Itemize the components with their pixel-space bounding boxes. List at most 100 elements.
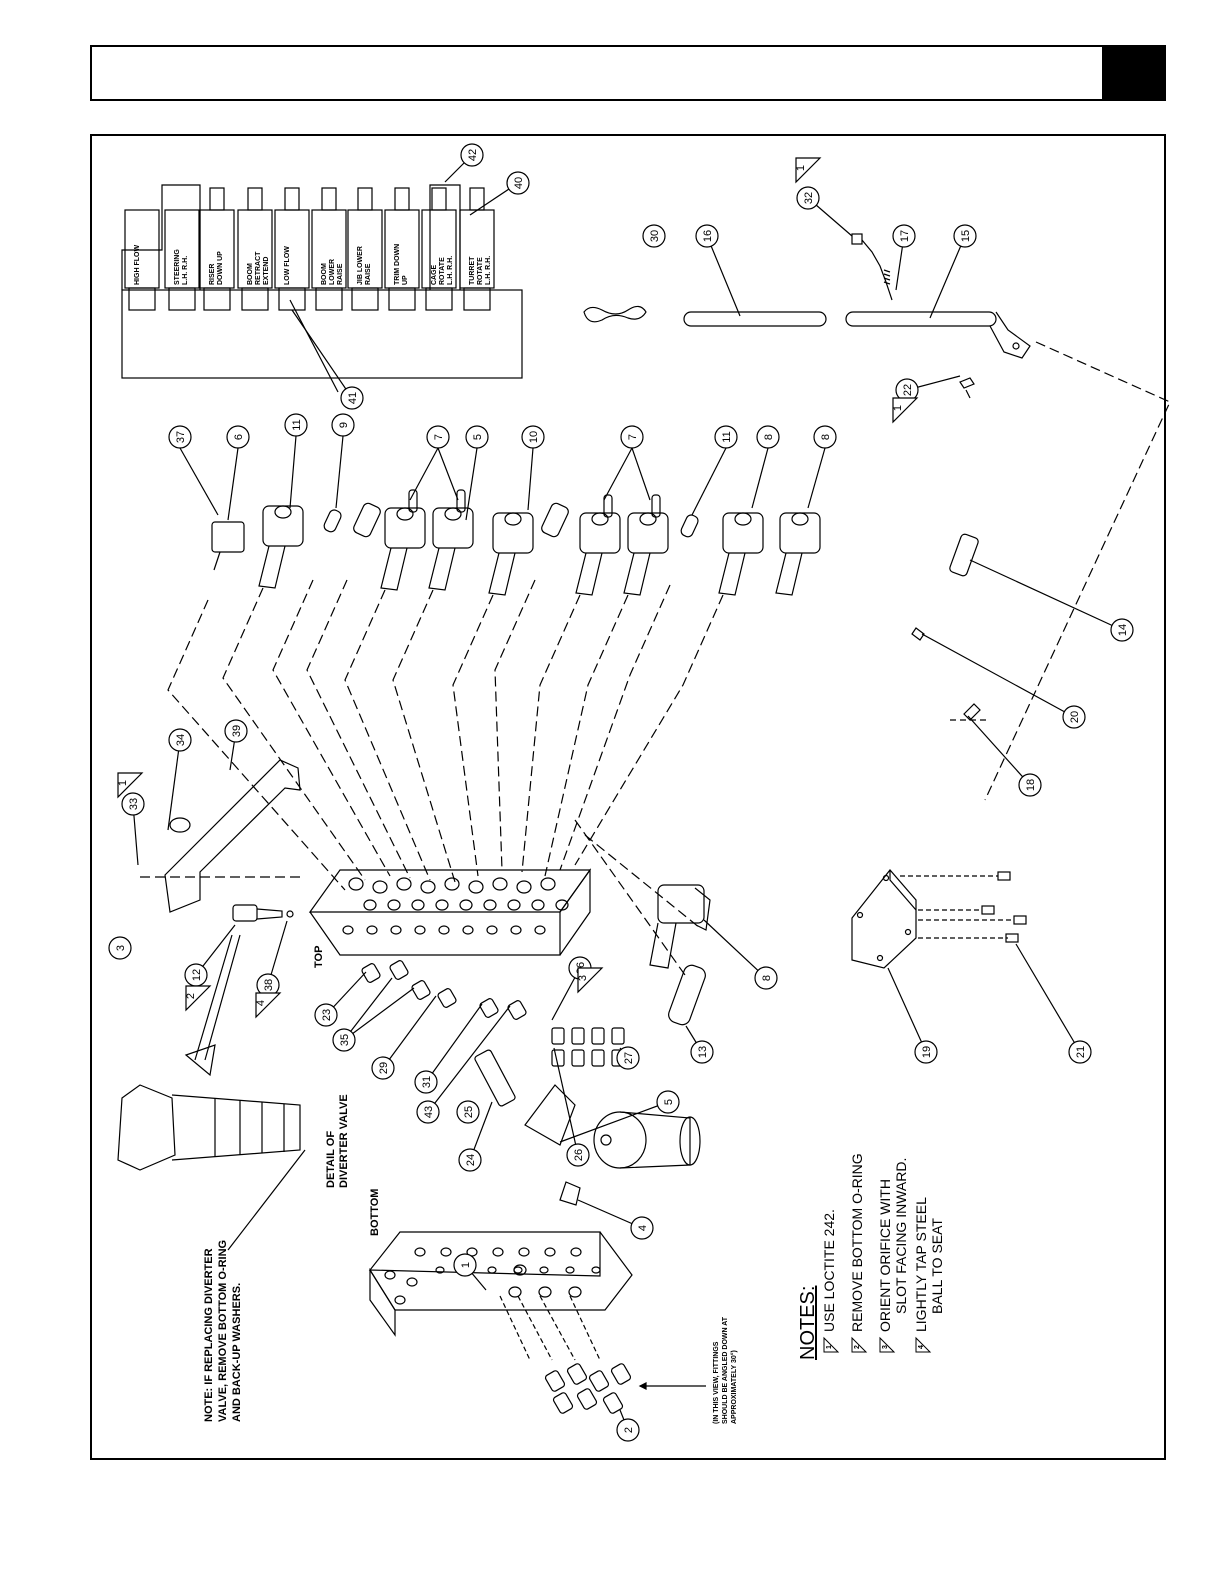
diverter-note-line-3: AND BACK-UP WASHERS. [231, 1283, 243, 1422]
callout-12: 12 [184, 963, 208, 987]
callout-number: 43 [423, 1106, 435, 1118]
port-hole [420, 880, 436, 894]
solenoid-solenoid-12 [775, 512, 821, 596]
callout-10: 10 [521, 425, 545, 449]
callout-15: 15 [953, 224, 977, 248]
orifice-fitting [571, 1027, 585, 1045]
manifold-valve-stem [284, 187, 300, 211]
view-labels: TOP BOTTOM [313, 946, 381, 1236]
callout-circle [813, 425, 837, 449]
manifold-valve-stem [247, 187, 263, 211]
manifold-label-text: HIGH FLOW [134, 245, 141, 285]
leader-line [706, 235, 741, 317]
port-hole [366, 925, 378, 935]
port-hole [516, 880, 532, 894]
port-hole [444, 877, 460, 891]
main-manifold-bottom [368, 1231, 706, 1414]
port-hole [539, 1266, 549, 1274]
coil-top [396, 507, 414, 521]
valve-stem [718, 552, 746, 596]
manifold-label-0: HIGH FLOW [134, 245, 141, 285]
leader-line [527, 447, 534, 511]
callout-number: 14 [1117, 624, 1129, 636]
note-item-text: LIGHTLY TAP STEEL [913, 1197, 929, 1332]
callout-circle [695, 224, 719, 248]
port-hole [510, 925, 522, 935]
main-manifold-top [308, 868, 592, 956]
callout-number: 9 [338, 422, 350, 428]
notes-heading: NOTES: [797, 1286, 819, 1360]
manifold-label-text: BOOM [247, 263, 254, 285]
port-hole [492, 877, 508, 891]
manifold-valve-base [278, 287, 306, 311]
callout-number: 7 [627, 434, 639, 440]
manifold-valve-9 [459, 187, 495, 311]
leader-line [553, 1047, 579, 1156]
marker-number: 4 [255, 1000, 267, 1006]
assembly-line [306, 579, 411, 879]
note-marker-2: 2 [185, 985, 212, 1012]
port-hole [568, 1286, 582, 1298]
callout-35: 35 [332, 1028, 356, 1052]
manifold-valve-base [168, 287, 196, 311]
port-hole [591, 1266, 601, 1274]
marker-triangle [117, 772, 144, 799]
diverter-note: NOTE: IF REPLACING DIVERTER VALVE, REMOV… [203, 1240, 243, 1422]
callout-33: 33 [121, 792, 145, 816]
valve-stem [623, 552, 651, 596]
assembly-line [544, 594, 629, 877]
manifold-valve-8 [421, 187, 457, 311]
orifice-fitting [591, 1049, 605, 1067]
callout-circle [616, 1046, 640, 1070]
note-item-marker: 3 [882, 1345, 889, 1349]
port-hole [534, 925, 546, 935]
port-hole [384, 1270, 396, 1280]
port-hole [483, 899, 497, 911]
note-item-triangle [823, 1336, 840, 1353]
note-item-marker: 2 [854, 1345, 861, 1349]
leader-line [179, 447, 219, 516]
fittings-note-line-1: (IN THIS VIEW, FITTINGS [713, 1341, 720, 1424]
callout-number: 29 [378, 1062, 390, 1074]
callout-number: 42 [467, 149, 479, 161]
port-hole [387, 899, 401, 911]
leader-line [631, 447, 651, 501]
solenoid-solenoid-4 [380, 489, 426, 591]
callout-number: 37 [175, 431, 187, 443]
manifold-label-text: TRIM DOWN [394, 244, 401, 285]
callout-26: 26 [566, 1143, 590, 1167]
manifold-valve-5 [311, 187, 347, 311]
manifold-valve-stem [209, 187, 225, 211]
callout-number: 8 [761, 975, 773, 981]
manifold-valve-base [203, 287, 231, 311]
callout-number: 11 [291, 419, 303, 430]
assembly-line [344, 589, 431, 881]
callout-40: 40 [506, 171, 530, 195]
manifold-label-4: LOW FLOW [284, 246, 291, 285]
connector-tail [213, 551, 221, 571]
callout-circle [314, 1003, 338, 1027]
callout-circle [616, 1418, 640, 1442]
manifold-valve-2 [199, 187, 235, 311]
assembly-line [494, 579, 536, 871]
callout-43: 43 [416, 1100, 440, 1124]
callout-24: 24 [458, 1148, 482, 1172]
callout-number: 27 [623, 1052, 635, 1064]
solenoid-connector-0 [211, 521, 245, 571]
assembly-line [521, 594, 581, 873]
coil-top [591, 512, 609, 526]
callout-7: 7 [426, 425, 450, 449]
leader-line [343, 977, 393, 1041]
callout-number: 8 [820, 434, 832, 440]
callout-number: 12 [191, 969, 203, 981]
port-hole [394, 1295, 406, 1305]
leader-line [929, 235, 966, 319]
manual-override [456, 489, 466, 513]
fittings-note-line-2: SHOULD BE ANGLED DOWN AT [722, 1316, 729, 1424]
elbow-fitting-4 [552, 1392, 574, 1414]
marker-number: 1 [795, 165, 807, 171]
leader-line [921, 633, 1075, 718]
callout-11: 11 [284, 413, 308, 437]
